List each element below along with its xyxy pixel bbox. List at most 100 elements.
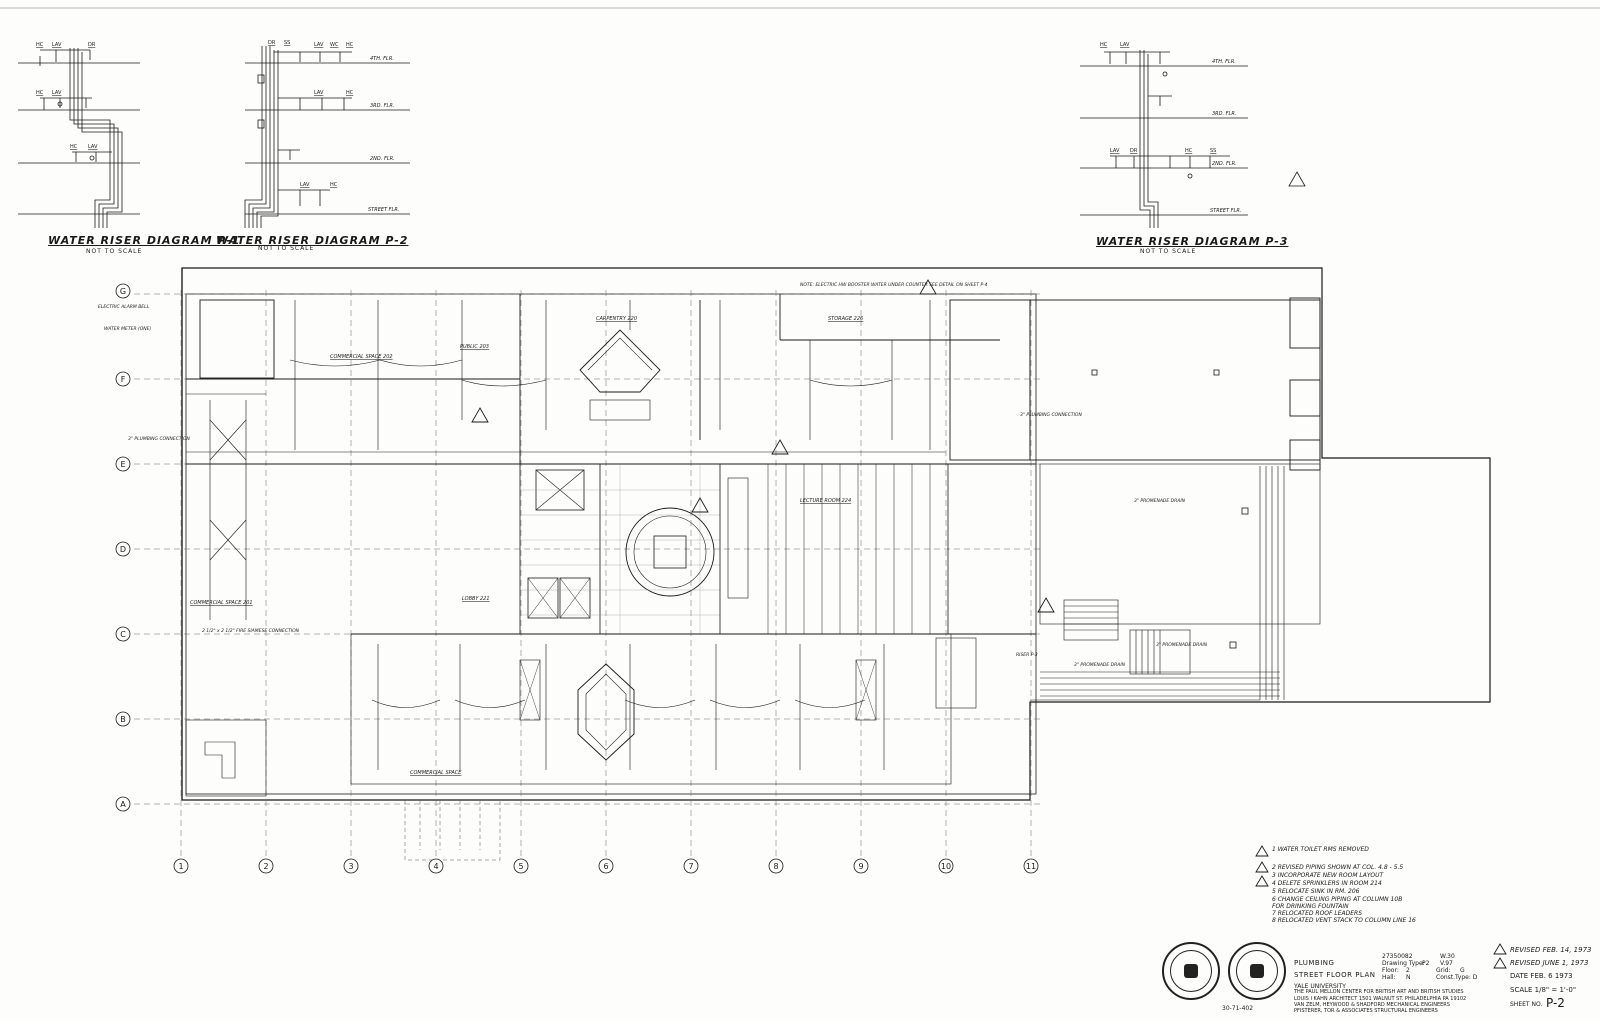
- tb-sheet-no: P-2: [1546, 996, 1565, 1010]
- riser-diagram-p3: [1080, 50, 1306, 228]
- p1-fixture-lav-3: LAV: [88, 144, 98, 150]
- tb-hall: N: [1406, 974, 1411, 981]
- p3-fixture-dr: DR: [1130, 148, 1138, 154]
- tb-sheet-no-label: SHEET NO.: [1510, 1001, 1543, 1008]
- grid-col-5: 5: [518, 862, 523, 871]
- revision-6: 6 CHANGE CEILING PIPING AT COLUMN 10B: [1272, 896, 1403, 903]
- grid-col-8: 8: [773, 862, 778, 871]
- p1-fixture-lav-2: LAV: [52, 90, 62, 96]
- tb-grid-value: G: [1460, 967, 1465, 974]
- floor-plan: [134, 267, 1491, 861]
- p1-fixture-hc: HC: [36, 42, 44, 48]
- tb-architect: LOUIS I KAHN ARCHITECT 1501 WALNUT ST. P…: [1294, 996, 1467, 1002]
- engineer-seal-left: [1162, 942, 1220, 1000]
- tb-const-type: Const.Type: D: [1436, 974, 1478, 981]
- p2-fixture-dr: DR: [268, 40, 276, 46]
- grid-row-bubbles: [115, 283, 131, 812]
- note-water-meter: WATER METER (ONE): [104, 326, 152, 332]
- p2-floor-street: STREET FLR.: [368, 207, 399, 213]
- p3-floor-3: 3RD. FLR.: [1212, 111, 1236, 117]
- tb-client: YALE UNIVERSITY: [1294, 983, 1346, 990]
- grid-row-d: D: [120, 545, 126, 554]
- grid-col-9: 9: [858, 862, 863, 871]
- note-riser-p3: RISER P-3: [1016, 652, 1038, 658]
- revision-legend-marks: [1255, 845, 1507, 969]
- note-fire-siamese: 2 1/2" x 2 1/2" FIRE SIAMESE CONNECTION: [202, 628, 300, 634]
- room-commercial-top: COMMERCIAL SPACE 202: [330, 354, 393, 360]
- p3-floor-4: 4TH. FLR.: [1212, 59, 1236, 65]
- p3-fixture-hc: HC: [1100, 42, 1108, 48]
- grid-col-7: 7: [688, 862, 693, 871]
- note-promenade-drain-3: 3" PROMENADE DRAIN: [1074, 662, 1126, 668]
- room-carpentry: CARPENTRY 220: [596, 316, 637, 322]
- riser-subtitle-p1: NOT TO SCALE: [86, 248, 143, 255]
- p3-fixture-lav-2: LAV: [1110, 148, 1120, 154]
- revision-2: 2 REVISED PIPING SHOWN AT COL. 4.8 - 5.5: [1272, 864, 1404, 871]
- tb-w-label: W.30: [1440, 953, 1455, 960]
- tb-revised-2: REVISED JUNE 1, 1973: [1510, 959, 1589, 967]
- p3-fixture-hc-2: HC: [1185, 148, 1193, 154]
- tb-doc-number: 27350082: [1382, 953, 1413, 960]
- tb-discipline: PLUMBING: [1294, 959, 1335, 967]
- room-public: PUBLIC 203: [460, 344, 489, 350]
- grid-col-1: 1: [178, 862, 183, 871]
- note-plumbing-right: 3" PLUMBING CONNECTION: [1020, 412, 1082, 418]
- tb-revised-1: REVISED FEB. 14, 1973: [1510, 946, 1592, 954]
- riser-subtitle-p2: NOT TO SCALE: [258, 245, 315, 252]
- p3-fixture-ss: SS: [1210, 148, 1216, 154]
- tb-struct-engineers: PFISTERER, TOR & ASSOCIATES STRUCTURAL E…: [1294, 1008, 1438, 1014]
- grid-col-4: 4: [433, 862, 438, 871]
- note-plumbing-left: 3" PLUMBING CONNECTION: [128, 436, 190, 442]
- tb-mech-engineers: VAN ZELM, HEYWOOD & SHADFORD MECHANICAL …: [1294, 1002, 1450, 1008]
- revision-6-cont: FOR DRINKING FOUNTAIN: [1272, 903, 1349, 910]
- p2-floor-3: 3RD. FLR.: [370, 103, 394, 109]
- p2-fixture-hc-3: HC: [330, 182, 338, 188]
- note-alarm-bell: ELECTRIC ALARM BELL: [98, 304, 150, 310]
- revision-4: 4 DELETE SPRINKLERS IN ROOM 214: [1272, 880, 1382, 887]
- p1-fixture-dr: DR: [88, 42, 96, 48]
- revision-3: 3 INCORPORATE NEW ROOM LAYOUT: [1272, 872, 1384, 879]
- note-promenade-drain-2: 3" PROMENADE DRAIN: [1156, 642, 1208, 648]
- tb-scale: SCALE 1/8" = 1'-0": [1510, 986, 1577, 994]
- tb-drawing-type: P2: [1422, 960, 1430, 967]
- grid-col-10: 10: [941, 862, 951, 871]
- room-commercial-bottom: COMMERCIAL SPACE: [410, 770, 462, 776]
- p2-fixture-ss: SS: [284, 40, 290, 46]
- revision-8: 8 RELOCATED VENT STACK TO COLUMN LINE 16: [1272, 917, 1416, 924]
- p2-fixture-hc: HC: [346, 42, 354, 48]
- revision-7: 7 RELOCATED ROOF LEADERS: [1272, 910, 1363, 917]
- grid-col-11: 11: [1026, 862, 1036, 871]
- p2-floor-2: 2ND. FLR.: [370, 156, 395, 162]
- riser-title-p2: WATER RISER DIAGRAM P-2: [216, 234, 409, 247]
- p3-floor-street: STREET FLR.: [1210, 208, 1241, 214]
- grid-row-f: F: [121, 375, 126, 384]
- riser-subtitle-p3: NOT TO SCALE: [1140, 248, 1197, 255]
- tb-drawing-type-label: Drawing Type:: [1382, 960, 1425, 967]
- title-block: 30-71-402 PLUMBING STREET FLOOR PLAN 273…: [1160, 940, 1592, 1016]
- grid-row-c: C: [120, 630, 126, 639]
- room-lecture: LECTURE ROOM 224: [800, 498, 851, 504]
- p2-fixture-lav: LAV: [314, 42, 324, 48]
- p2-floor-4: 4TH. FLR.: [370, 56, 394, 62]
- room-storage: STORAGE 226: [828, 316, 863, 322]
- engineer-seal-right: [1228, 942, 1286, 1000]
- note-promenade-drain-1: 3" PROMENADE DRAIN: [1134, 498, 1186, 504]
- stamp-number: 30-71-402: [1222, 1005, 1254, 1012]
- grid-col-2: 2: [263, 862, 268, 871]
- riser-diagram-p2: [244, 46, 410, 228]
- tb-floor-label: Floor:: [1382, 967, 1399, 974]
- tb-date: DATE FEB. 6 1973: [1510, 972, 1573, 980]
- room-lobby: LOBBY 221: [462, 596, 490, 602]
- grid-row-g: G: [120, 287, 126, 296]
- tb-grid-label: Grid:: [1436, 967, 1451, 974]
- grid-col-6: 6: [603, 862, 608, 871]
- revision-1: 1 WATER TOILET RMS REMOVED: [1272, 846, 1369, 853]
- p2-fixture-lav-2: LAV: [314, 90, 324, 96]
- riser-title-p3: WATER RISER DIAGRAM P-3: [1096, 235, 1289, 248]
- p3-floor-2: 2ND. FLR.: [1212, 161, 1237, 167]
- tb-project: THE PAUL MELLON CENTER FOR BRITISH ART A…: [1294, 989, 1464, 995]
- p1-fixture-lav: LAV: [52, 42, 62, 48]
- tb-floor: 2: [1406, 967, 1410, 974]
- grid-row-a: A: [120, 800, 126, 809]
